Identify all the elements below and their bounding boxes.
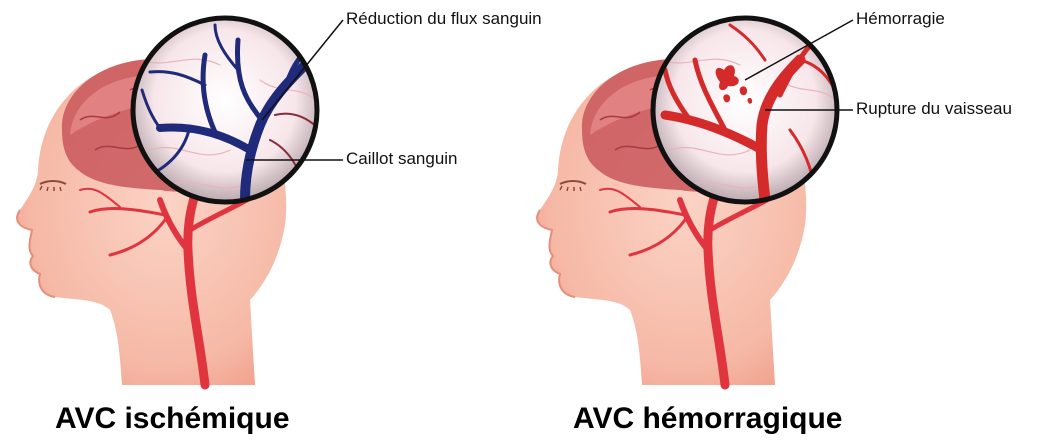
hemorrhage-label: Hémorragie	[856, 9, 945, 29]
flow-reduction-label: Réduction du flux sanguin	[346, 9, 542, 29]
rupture-label: Rupture du vaisseau	[856, 99, 1012, 119]
ischemic-panel	[17, 18, 343, 385]
clot-label: Caillot sanguin	[346, 149, 458, 169]
hemorrhagic-caption: AVC hémorragique	[573, 402, 843, 436]
ischemic-caption: AVC ischémique	[55, 402, 290, 436]
hemorrhagic-panel	[537, 18, 853, 385]
